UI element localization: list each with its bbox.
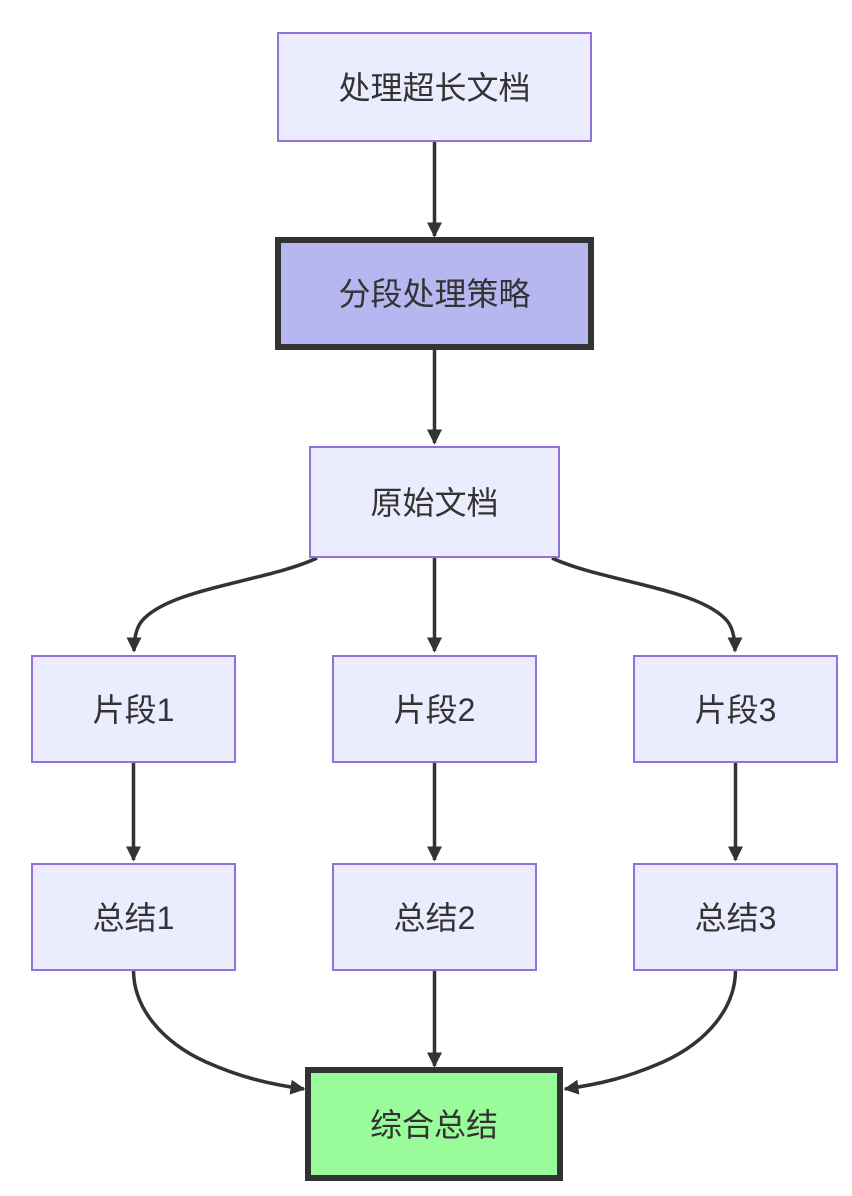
node-summary-3: 总结3 [633, 863, 838, 971]
edge-summary-3-to-combined-summary [563, 969, 738, 1095]
node-summary-3-box [633, 863, 838, 971]
node-fragment-1-label: 片段1 [93, 692, 175, 728]
edge-original-doc-to-fragment-1 [126, 556, 318, 653]
node-segment-strategy: 分段处理策略 [275, 237, 594, 350]
node-summary-1-box [31, 863, 236, 971]
node-process-long-doc-label: 处理超长文档 [338, 70, 530, 106]
node-fragment-2-box [332, 655, 537, 763]
node-fragment-3-label: 片段3 [695, 692, 777, 728]
node-fragment-3-box [633, 655, 838, 763]
node-fragment-2: 片段2 [332, 655, 537, 763]
node-process-long-doc: 处理超长文档 [277, 32, 592, 142]
node-summary-2: 总结2 [332, 863, 537, 971]
node-fragment-3: 片段3 [633, 655, 838, 763]
node-original-doc: 原始文档 [309, 446, 560, 558]
node-summary-1-label: 总结1 [93, 900, 175, 936]
node-original-doc-label: 原始文档 [370, 485, 498, 521]
node-combined-summary-label: 综合总结 [370, 1107, 498, 1143]
node-summary-2-label: 总结2 [394, 900, 476, 936]
edge-summary-1-to-combined-summary [131, 969, 306, 1095]
node-fragment-1-box [31, 655, 236, 763]
node-fragment-2-label: 片段2 [394, 692, 476, 728]
node-combined-summary-box [305, 1067, 563, 1181]
node-combined-summary: 综合总结 [305, 1067, 563, 1181]
node-original-doc-box [309, 446, 560, 558]
node-segment-strategy-label: 分段处理策略 [338, 276, 530, 312]
node-process-long-doc-box [277, 32, 592, 142]
node-summary-2-box [332, 863, 537, 971]
node-summary-3-label: 总结3 [695, 900, 777, 936]
node-segment-strategy-box [275, 237, 594, 350]
edge-original-doc-to-fragment-3 [551, 556, 743, 653]
node-fragment-1: 片段1 [31, 655, 236, 763]
node-summary-1: 总结1 [31, 863, 236, 971]
